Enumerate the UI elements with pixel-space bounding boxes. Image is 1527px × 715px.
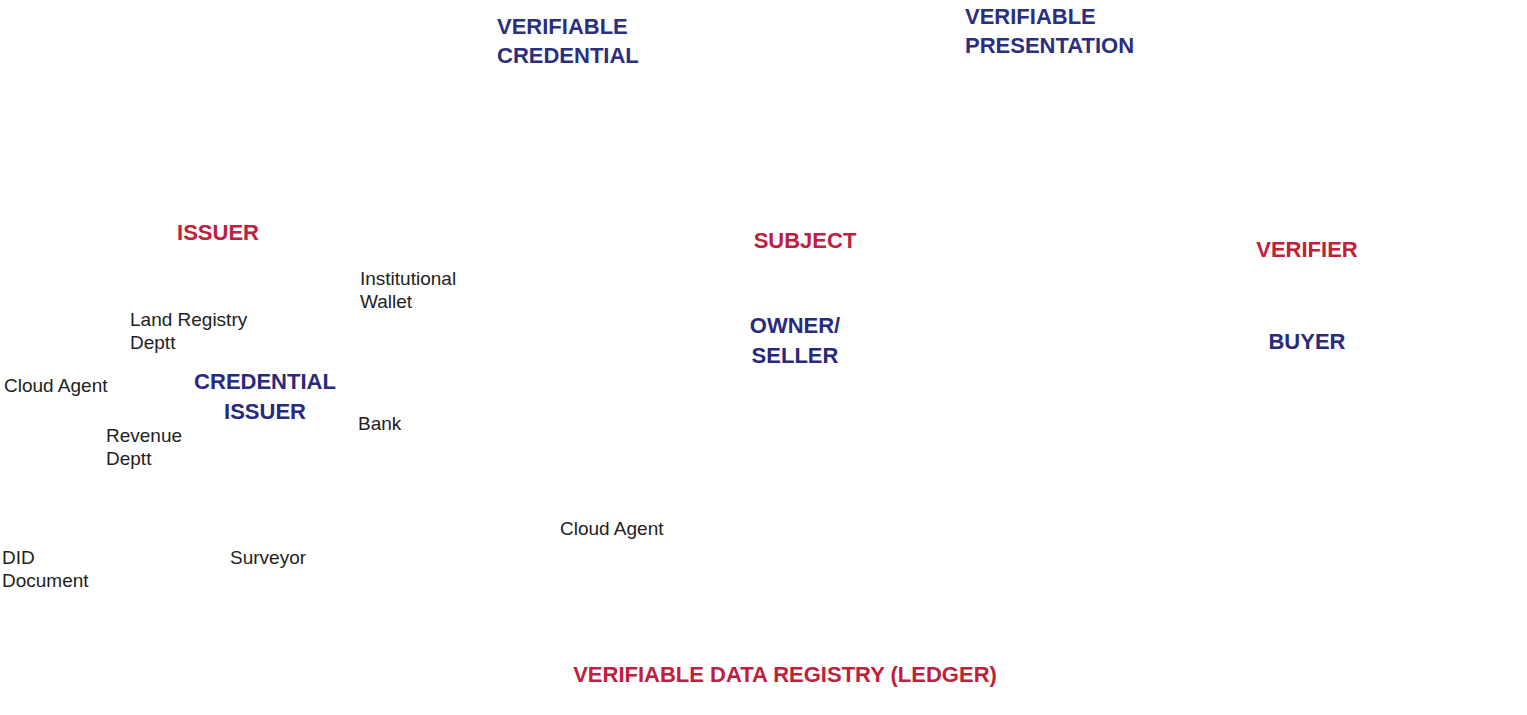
cloud-agent-icon bbox=[562, 453, 650, 506]
presentation-icon bbox=[1175, 4, 1285, 75]
verifier-circle: VERIFIER BUYER bbox=[1075, 175, 1523, 600]
buyer-circle: BUYER bbox=[1190, 270, 1420, 490]
credential-icon bbox=[379, 10, 469, 69]
outline bbox=[1192, 272, 1418, 488]
node-label: SUBJECT bbox=[735, 226, 875, 256]
part-label: Institutional Wallet bbox=[358, 267, 480, 313]
outline bbox=[667, 264, 903, 498]
node-label: VERIFIER bbox=[1232, 235, 1382, 265]
cloud-agent-icon bbox=[6, 301, 94, 365]
revenue-icon: $ bbox=[130, 372, 181, 420]
outline bbox=[557, 187, 998, 588]
ledger-link bbox=[965, 282, 1040, 627]
edge-label: VERIFIABLE PRESENTATION bbox=[965, 2, 1170, 60]
part-label: Land Registry Deptt bbox=[128, 308, 282, 354]
part-label: Bank bbox=[356, 412, 403, 435]
part-label: Cloud Agent bbox=[558, 517, 666, 540]
node-label: CREDENTIAL ISSUER bbox=[170, 367, 360, 427]
node-label: VERIFIABLE DATA REGISTRY (LEDGER) bbox=[405, 660, 1165, 690]
credential-flow bbox=[880, 70, 1322, 210]
node-label: ISSUER bbox=[153, 218, 283, 248]
node-label: BUYER bbox=[1237, 327, 1377, 357]
outline bbox=[1077, 177, 1521, 598]
wallet-icon bbox=[370, 203, 416, 255]
part-label: Revenue Deptt bbox=[104, 424, 204, 470]
edge-label: VERIFIABLE CREDENTIAL bbox=[497, 12, 687, 70]
part-label: Cloud Agent bbox=[2, 374, 110, 397]
part-label: DID Document bbox=[0, 546, 100, 592]
svg-text:$: $ bbox=[152, 395, 160, 409]
surveyor-icon bbox=[248, 466, 306, 534]
wallet-icon bbox=[930, 220, 974, 280]
owner-circle-outline bbox=[665, 262, 905, 500]
buyer-circle-outline bbox=[1190, 270, 1420, 490]
node-label: OWNER/ SELLER bbox=[725, 311, 865, 371]
part-label: Surveyor bbox=[228, 546, 308, 569]
credential-flow bbox=[312, 88, 722, 193]
ledger-band: VERIFIABLE DATA REGISTRY (LEDGER) bbox=[68, 627, 1517, 713]
bank-icon bbox=[354, 352, 430, 407]
owner-circle: OWNER/ SELLER bbox=[665, 262, 905, 500]
outline bbox=[69, 628, 1516, 712]
